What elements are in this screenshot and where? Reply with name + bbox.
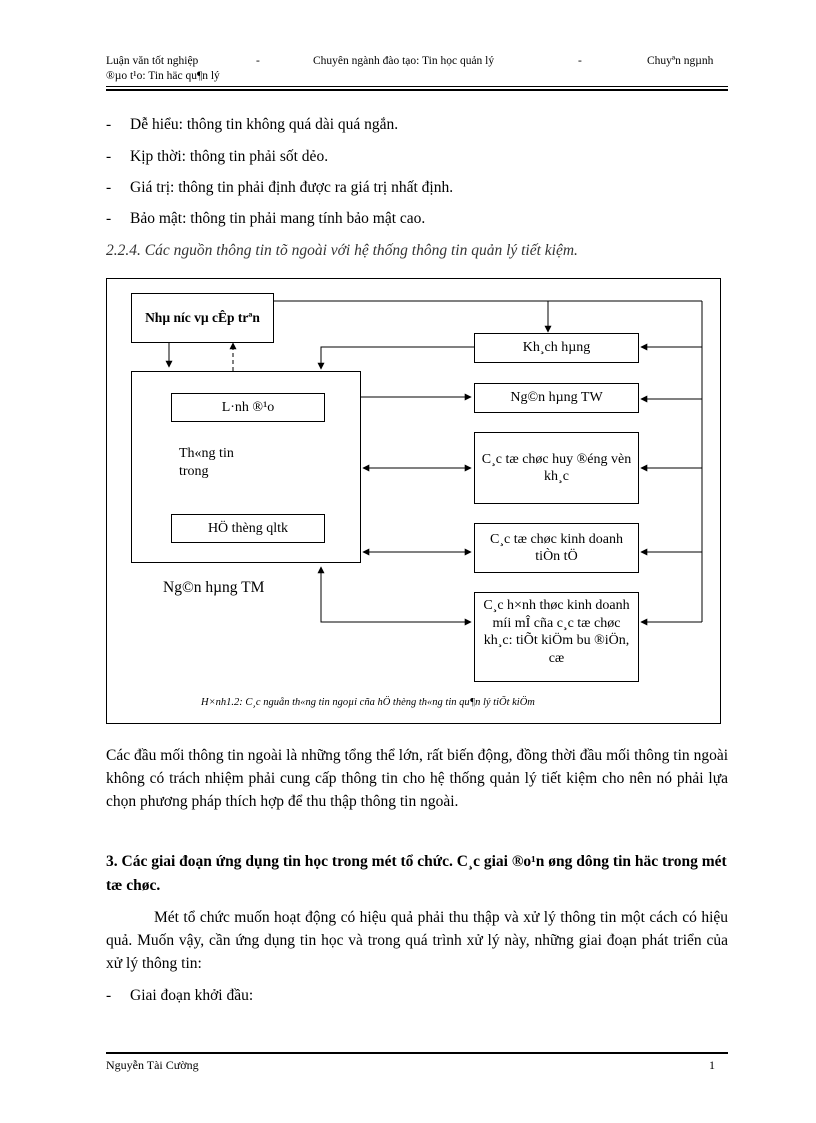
header-rule-thin	[106, 86, 728, 87]
section-title: 2.2.4. Các nguồn thông tin tõ ngoài với …	[106, 242, 578, 259]
box-to-chuc-kinh-doanh: C¸c tæ chøc kinh doanh tiÒn tÖ	[474, 523, 639, 573]
header-right: Chuyªn ngµnh	[647, 55, 714, 67]
bullet-text: Kịp thời: thông tin phải sốt dẻo.	[130, 148, 329, 165]
box-label: Ng©n hµng TW	[510, 390, 603, 406]
bullet-text: Giai đoạn khởi đầu:	[130, 987, 254, 1004]
bullet-dash: -	[106, 179, 112, 196]
header-line2: ®µo t¹o: Tin häc qu¶n lý	[106, 70, 220, 82]
box-hinh-thuc: C¸c h×nh thøc kinh doanh míi mÎ cña c¸c …	[474, 592, 639, 682]
box-ngan-hang-tw: Ng©n hµng TW	[474, 383, 639, 413]
bullet-text: Bảo mật: thông tin phải mang tính bảo mậ…	[130, 210, 426, 227]
label-thong-tin-trong: Th«ng tin trong	[179, 446, 234, 480]
bullet-text: Giá trị: thông tin phải định được ra giá…	[130, 179, 454, 196]
box-to-chuc-huy-dong: C¸c tæ chøc huy ®éng vèn kh¸c	[474, 432, 639, 504]
page-number: 1	[709, 1058, 715, 1072]
header-rule-thick	[106, 89, 728, 91]
header-separator: -	[256, 55, 260, 67]
paragraph-stages: Mét tổ chức muốn hoạt động có hiệu quả p…	[106, 909, 728, 972]
diagram-figure: Nhµ n­íc vµ cÊp trªn L·nh ®¹o Th«ng tin …	[106, 278, 721, 724]
bullet-dash: -	[106, 987, 112, 1004]
bullet-dash: -	[106, 148, 112, 165]
box-he-thong: HÖ thèng qltk	[171, 514, 325, 543]
box-khach-hang: Kh¸ch hµng	[474, 333, 639, 363]
header-left: Luận văn tốt nghiệp	[106, 55, 199, 67]
bullet-dash: -	[106, 210, 112, 227]
footer-rule	[106, 1052, 728, 1054]
box-label: L·nh ®¹o	[221, 399, 275, 415]
bullet-dash: -	[106, 116, 112, 133]
section-heading: 3. Các giai đoạn ứng dụng tin học trong …	[106, 853, 727, 894]
box-label: Nhµ n­íc vµ cÊp trªn	[145, 309, 260, 325]
figure-caption: H×nh1.2: C¸c nguån th«ng tin ngoµi cña h…	[201, 697, 535, 708]
bullet-text: Dễ hiểu: thông tin không quá dài quá ngắ…	[130, 116, 399, 133]
footer-author: Nguyễn Tài Cường	[106, 1058, 199, 1072]
header-center: Chuyên ngành đào tạo: Tin học quản lý	[313, 55, 495, 67]
box-label: C¸c h×nh thøc kinh doanh míi mÎ cña c¸c …	[483, 598, 630, 666]
box-label: HÖ thèng qltk	[207, 520, 289, 536]
box-label: Kh¸ch hµng	[522, 340, 591, 356]
box-lanh-dao: L·nh ®¹o	[171, 393, 325, 422]
paragraph-external-sources: Các đầu mối thông tin ngoài là những tổn…	[106, 747, 728, 810]
header-separator: -	[578, 55, 582, 67]
box-label: C¸c tæ chøc huy ®éng vèn kh¸c	[481, 451, 632, 485]
box-label: C¸c tæ chøc kinh doanh tiÒn tÖ	[490, 531, 623, 565]
box-nha-nuoc: Nhµ n­íc vµ cÊp trªn	[131, 293, 274, 343]
label-ngan-hang-tm: Ng©n hµng TM	[163, 579, 265, 596]
